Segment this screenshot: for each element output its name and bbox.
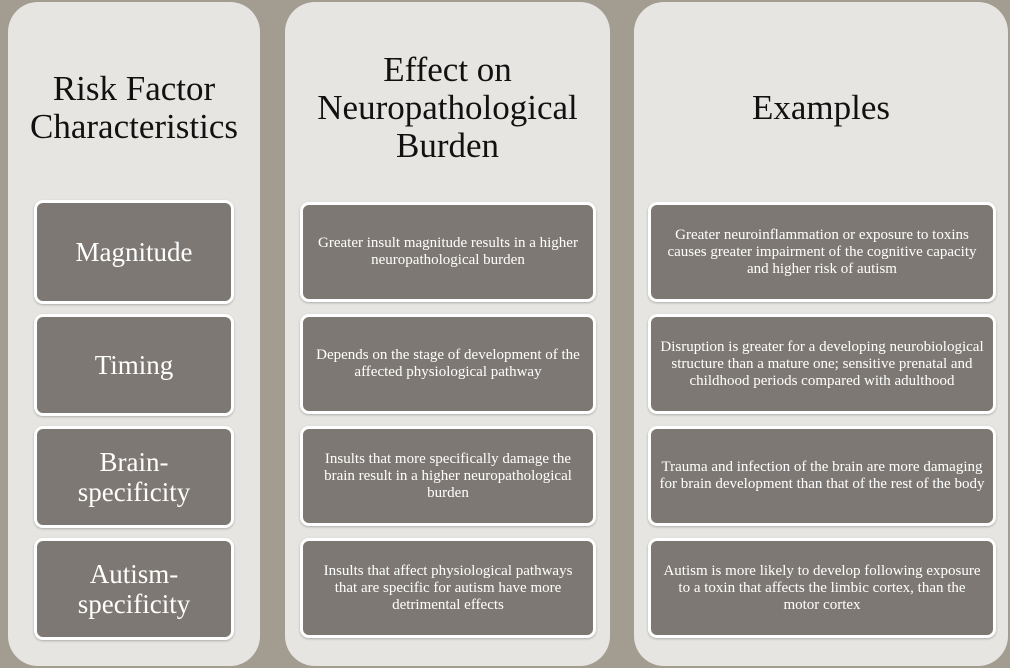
example-timing: Disruption is greater for a developing n…	[648, 314, 996, 414]
factor-timing: Timing	[34, 314, 234, 416]
effect-autism-specificity: Insults that affect physiological pathwa…	[300, 538, 596, 638]
examples-column: Examples Greater neuroinflammation or ex…	[634, 2, 1008, 666]
risk-factor-header: Risk Factor Characteristics	[30, 69, 238, 146]
factor-autism-specificity: Autism-specificity	[34, 538, 234, 640]
effect-column: Effect on Neuropathological Burden Great…	[285, 2, 610, 666]
effect-brain-specificity: Insults that more specifically damage th…	[300, 426, 596, 526]
example-brain-specificity: Trauma and infection of the brain are mo…	[648, 426, 996, 526]
example-autism-specificity: Autism is more likely to develop followi…	[648, 538, 996, 638]
effect-timing: Depends on the stage of development of t…	[300, 314, 596, 414]
effect-header: Effect on Neuropathological Burden	[317, 50, 578, 165]
risk-factor-column: Risk Factor Characteristics Magnitude Ti…	[8, 2, 260, 666]
factor-magnitude: Magnitude	[34, 200, 234, 304]
example-magnitude: Greater neuroinflammation or exposure to…	[648, 202, 996, 302]
effect-magnitude: Greater insult magnitude results in a hi…	[300, 202, 596, 302]
factor-brain-specificity: Brain-specificity	[34, 426, 234, 528]
examples-header: Examples	[751, 88, 891, 127]
